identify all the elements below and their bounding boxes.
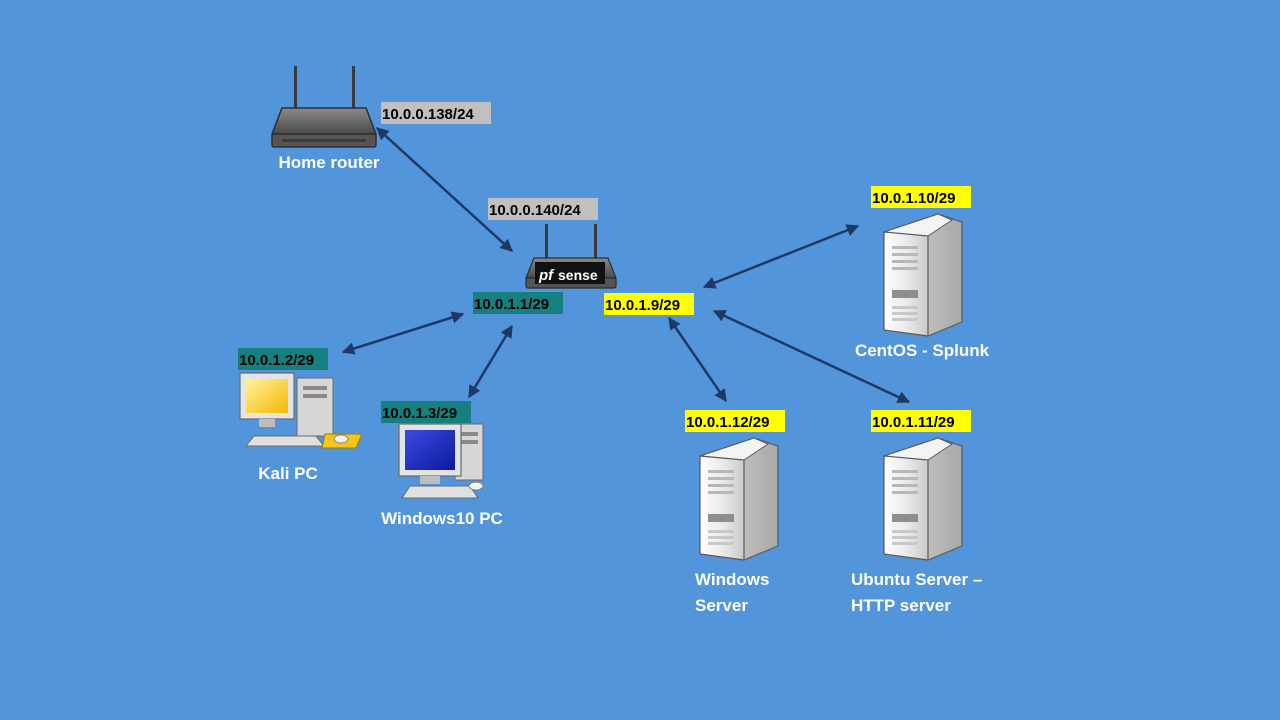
pfsense-firewall-icon: pf sense <box>525 224 617 289</box>
pfsense-wan-ip: 10.0.0.140/24 <box>489 202 581 219</box>
link-home-router-pfsense <box>376 127 513 252</box>
centos-splunk-ip: 10.0.1.10/29 <box>872 190 955 207</box>
home-router: Home router 10.0.0.138/24 <box>270 66 491 172</box>
link-pfsense-windows-server <box>667 316 728 403</box>
server-tower-icon <box>883 213 963 337</box>
desktop-pc-icon <box>398 423 484 499</box>
windows-server-label-line1: Windows <box>695 570 769 589</box>
link-pfsense-kali-pc <box>341 311 465 355</box>
pfsense-lan2-ip: 10.0.1.9/29 <box>605 297 680 314</box>
windows-server: 10.0.1.12/29 Windows Server <box>685 410 785 615</box>
home-router-label: Home router <box>278 153 379 172</box>
pfsense-lan2-ip-highlight <box>604 293 694 315</box>
kali-pc: 10.0.1.2/29 Kali PC <box>238 348 363 483</box>
windows-server-ip: 10.0.1.12/29 <box>686 414 769 431</box>
ubuntu-server: 10.0.1.11/29 Ubuntu Server – HTTP server <box>851 410 982 615</box>
ubuntu-server-ip-highlight <box>871 410 971 432</box>
pfsense-logo-pf: pf <box>538 267 555 284</box>
kali-pc-label: Kali PC <box>258 464 318 483</box>
kali-pc-ip-highlight <box>238 348 328 370</box>
pfsense-logo-sense: sense <box>558 267 598 283</box>
windows10-pc-label: Windows10 PC <box>381 509 503 528</box>
centos-splunk-ip-highlight <box>871 186 971 208</box>
pfsense-lan1-ip: 10.0.1.1/29 <box>474 296 549 313</box>
link-pfsense-windows10-pc <box>467 324 514 399</box>
server-tower-icon <box>699 437 779 561</box>
ubuntu-server-label-line1: Ubuntu Server – <box>851 570 982 589</box>
pfsense-wan-ip-highlight <box>488 198 598 220</box>
desktop-pc-icon <box>239 372 363 449</box>
windows10-pc-ip-highlight <box>381 401 471 423</box>
pfsense-lan1-ip-highlight <box>473 292 563 314</box>
connections <box>341 127 911 404</box>
centos-splunk-label: CentOS - Splunk <box>855 341 990 360</box>
link-pfsense-ubuntu-server <box>712 309 911 404</box>
wireless-router-icon <box>270 66 378 148</box>
link-pfsense-centos-splunk <box>702 224 860 289</box>
windows-server-ip-highlight <box>685 410 785 432</box>
home-router-ip-highlight <box>381 102 491 124</box>
windows10-pc: 10.0.1.3/29 Windows10 PC <box>381 401 503 528</box>
windows-server-label-line2: Server <box>695 596 748 615</box>
server-tower-icon <box>883 437 963 561</box>
ubuntu-server-label-line2: HTTP server <box>851 596 951 615</box>
pfsense-firewall: pf sense 10.0.0.140/24 10.0.1.1/29 10.0.… <box>473 198 694 315</box>
home-router-ip: 10.0.0.138/24 <box>382 106 474 123</box>
centos-splunk-server: 10.0.1.10/29 CentOS - Splunk <box>855 186 990 360</box>
windows10-pc-ip: 10.0.1.3/29 <box>382 405 457 422</box>
ubuntu-server-ip: 10.0.1.11/29 <box>872 414 955 431</box>
kali-pc-ip: 10.0.1.2/29 <box>239 352 314 369</box>
